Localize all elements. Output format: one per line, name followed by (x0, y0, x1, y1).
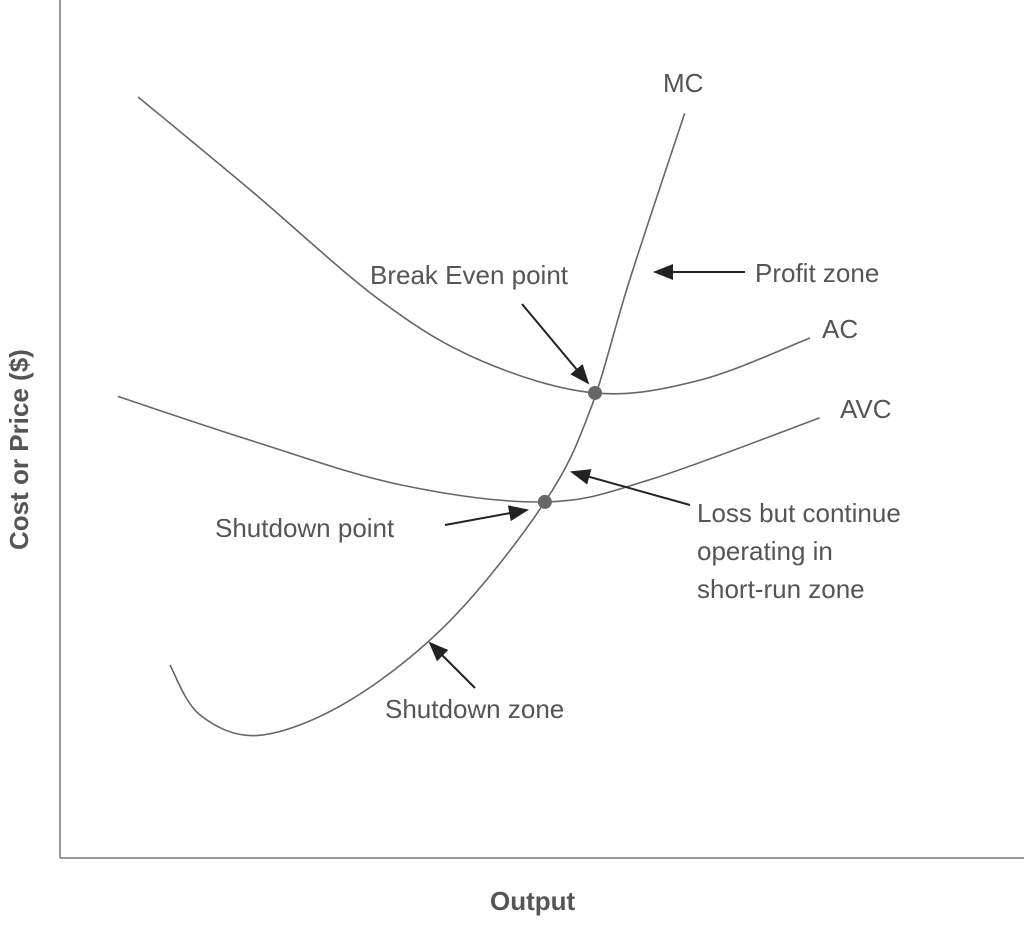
shutdown-point-label: Shutdown point (215, 513, 395, 543)
shutdown-point-arrow (444, 505, 529, 526)
break-even-arrow (521, 303, 590, 385)
ac-curve (137, 96, 811, 395)
shutdown-zone-arrow (428, 641, 476, 689)
y-axis-label: Cost or Price ($) (4, 349, 34, 550)
series-label-mc: MC (663, 68, 703, 98)
break-even-point-marker (588, 385, 603, 400)
series-label-avc: AVC (840, 394, 892, 424)
shutdown-point-marker (537, 494, 552, 509)
avc-curve (117, 395, 820, 503)
loss-zone-arrow (570, 469, 691, 506)
x-axis-label: Output (490, 886, 576, 916)
shutdown-zone-label: Shutdown zone (385, 694, 564, 724)
mc-curve (169, 113, 686, 737)
loss-zone-label-1: Loss but continue (697, 498, 901, 528)
loss-zone-label-2: operating in (697, 536, 833, 566)
profit-zone-label: Profit zone (755, 258, 879, 288)
series-label-ac: AC (822, 314, 858, 344)
break-even-label: Break Even point (370, 260, 569, 290)
loss-zone-label-3: short-run zone (697, 574, 865, 604)
